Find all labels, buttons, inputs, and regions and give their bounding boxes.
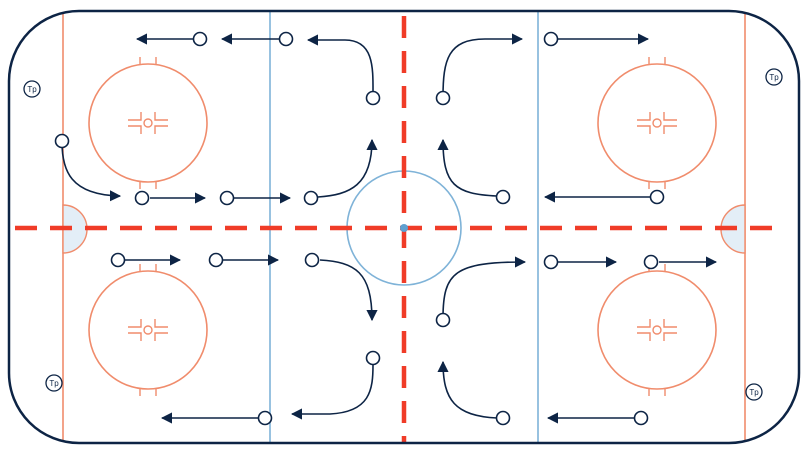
player-marker	[365, 90, 381, 106]
svg-text:Tp: Tp	[49, 379, 59, 388]
player-marker	[543, 254, 559, 270]
player-marker	[643, 254, 659, 270]
drill-arrow	[442, 256, 527, 319]
tp-marker: Tp	[765, 68, 783, 86]
player-marker	[365, 350, 381, 366]
center-faceoff-dot	[400, 224, 408, 232]
player-marker	[219, 190, 235, 206]
faceoff-dot	[652, 325, 662, 335]
drill-arrow	[317, 138, 378, 198]
drill-arrow	[437, 138, 498, 197]
faceoff-circle-top-right	[597, 57, 717, 189]
player-marker	[495, 189, 511, 205]
player-marker	[495, 410, 511, 426]
drill-arrow	[290, 364, 374, 420]
drill-paths	[61, 33, 718, 424]
player-marker	[257, 410, 273, 426]
player-marker	[649, 189, 665, 205]
svg-text:Tp: Tp	[27, 85, 37, 94]
faceoff-circle-bottom-left	[88, 264, 208, 396]
rink-boards	[7, 9, 801, 445]
drill-arrow	[319, 259, 378, 322]
player-marker	[278, 31, 294, 47]
player-marker	[134, 190, 150, 206]
tp-marker: Tp	[23, 80, 41, 98]
player-marker	[110, 252, 126, 268]
player-marker	[303, 190, 319, 206]
faceoff-circle-top-left	[88, 57, 208, 189]
player-marker	[435, 90, 451, 106]
drill-arrow	[442, 33, 524, 98]
drill-arrow	[61, 141, 122, 202]
drill-arrow	[437, 360, 498, 419]
tp-marker: Tp	[45, 374, 63, 392]
player-marker	[633, 410, 649, 426]
faceoff-dot	[143, 118, 153, 128]
faceoff-circles	[88, 57, 717, 396]
faceoff-dot	[143, 325, 153, 335]
player-marker	[54, 133, 70, 149]
svg-text:Tp: Tp	[749, 388, 759, 397]
player-marker	[192, 31, 208, 47]
player-marker	[543, 31, 559, 47]
faceoff-circle-bottom-right	[597, 264, 717, 396]
player-marker	[304, 252, 320, 268]
players	[54, 31, 665, 426]
player-marker	[208, 252, 224, 268]
player-marker	[435, 312, 451, 328]
svg-text:Tp: Tp	[769, 73, 779, 82]
tp-marker: Tp	[745, 383, 763, 401]
faceoff-dot	[652, 118, 662, 128]
left-goal-crease	[62, 204, 88, 254]
drill-arrow	[306, 34, 374, 98]
